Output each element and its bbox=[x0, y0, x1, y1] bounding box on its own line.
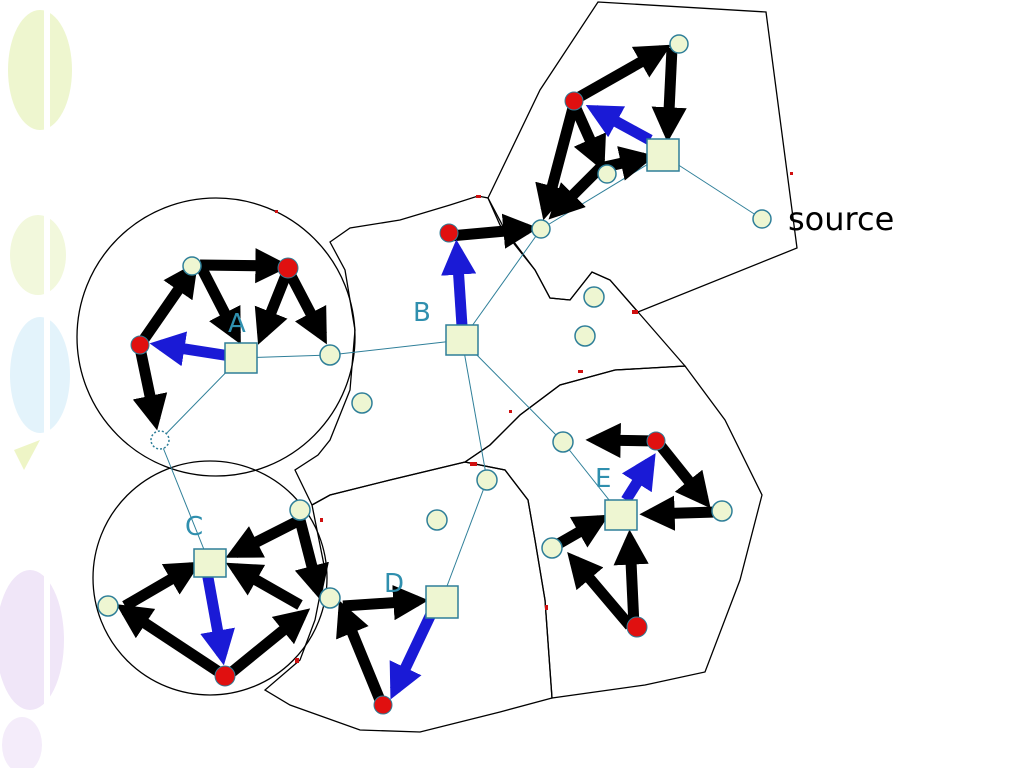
nodes bbox=[97, 34, 772, 715]
black-arrow bbox=[294, 518, 329, 601]
black-arrow bbox=[195, 262, 241, 345]
black-arrow bbox=[225, 515, 303, 558]
source-label: source bbox=[788, 200, 894, 238]
black-arrow bbox=[254, 267, 294, 345]
blue-arrow bbox=[389, 609, 437, 700]
black-arrow bbox=[199, 248, 291, 284]
circle-node-icon bbox=[552, 431, 574, 453]
cluster-b-boundary bbox=[294, 195, 687, 506]
circle-node-icon bbox=[351, 392, 373, 414]
black-arrow bbox=[228, 608, 311, 677]
blue-arrow bbox=[441, 239, 477, 327]
circle-node-icon bbox=[574, 325, 596, 347]
red-node-icon bbox=[646, 431, 666, 451]
black-arrow bbox=[122, 561, 202, 611]
black-arrow bbox=[585, 422, 657, 459]
circle-node-icon bbox=[319, 344, 341, 366]
circle-node-icon bbox=[531, 219, 551, 239]
black-arrow bbox=[567, 551, 635, 630]
black-arrow bbox=[639, 495, 717, 531]
circle-node-icon bbox=[426, 509, 448, 531]
black-arrow bbox=[449, 213, 539, 249]
square-cluster-head-icon bbox=[646, 138, 680, 172]
red-node-icon bbox=[214, 665, 236, 687]
square-cluster-head-icon bbox=[193, 548, 227, 578]
blue-arrow bbox=[200, 571, 235, 666]
black-arrow bbox=[655, 441, 711, 509]
black-arrow bbox=[336, 600, 388, 708]
circle-node-icon bbox=[182, 256, 202, 276]
blue-arrow bbox=[585, 104, 653, 145]
cluster-label-e: E bbox=[595, 464, 611, 494]
cluster-label-c: C bbox=[185, 512, 203, 542]
circle-node-icon bbox=[669, 34, 689, 54]
red-node-icon bbox=[130, 335, 150, 355]
circle-node-icon bbox=[541, 537, 563, 559]
circle-node-icon bbox=[97, 595, 119, 617]
cluster-a-boundary bbox=[76, 197, 356, 477]
black-arrows bbox=[116, 44, 717, 708]
square-cluster-head-icon bbox=[445, 324, 479, 356]
circle-node-icon bbox=[597, 164, 617, 184]
black-arrow bbox=[571, 44, 672, 105]
red-node-icon bbox=[564, 91, 584, 111]
circle-node-icon bbox=[289, 499, 311, 521]
black-arrow bbox=[225, 562, 303, 610]
circle-node-icon bbox=[476, 469, 498, 491]
black-arrow bbox=[132, 346, 168, 431]
cluster-label-b: B bbox=[413, 298, 431, 328]
black-arrow bbox=[283, 267, 327, 345]
red-node-icon bbox=[277, 257, 299, 279]
blue-arrows bbox=[149, 104, 656, 700]
circle-node-icon bbox=[583, 286, 605, 308]
circle-node-icon bbox=[319, 587, 341, 609]
cluster-e-boundary bbox=[463, 365, 763, 699]
red-node-icon bbox=[439, 223, 459, 243]
cluster-labels: A B C D E bbox=[185, 298, 611, 599]
black-arrow bbox=[116, 604, 229, 681]
left-edge-decoration bbox=[0, 0, 72, 768]
cluster-label-a: A bbox=[228, 309, 246, 339]
black-arrow bbox=[548, 164, 604, 220]
cluster-label-d: D bbox=[384, 569, 404, 599]
black-arrow bbox=[613, 529, 649, 627]
blue-arrow bbox=[149, 331, 231, 367]
square-cluster-head-icon bbox=[425, 585, 459, 619]
black-arrow bbox=[135, 261, 199, 349]
red-specks bbox=[275, 172, 793, 663]
network-links bbox=[159, 154, 763, 603]
cluster-boundaries bbox=[76, 1, 798, 733]
blue-arrow bbox=[621, 453, 656, 503]
cluster-d-boundary bbox=[263, 461, 553, 733]
circle-node-icon bbox=[150, 430, 170, 450]
square-cluster-head-icon bbox=[224, 342, 258, 374]
circle-node-icon bbox=[711, 500, 733, 522]
red-node-icon bbox=[373, 695, 393, 715]
circle-node-icon bbox=[752, 209, 772, 229]
black-arrow bbox=[651, 47, 687, 143]
square-cluster-head-icon bbox=[604, 499, 638, 531]
black-arrow bbox=[342, 585, 429, 621]
red-node-icon bbox=[626, 616, 648, 638]
